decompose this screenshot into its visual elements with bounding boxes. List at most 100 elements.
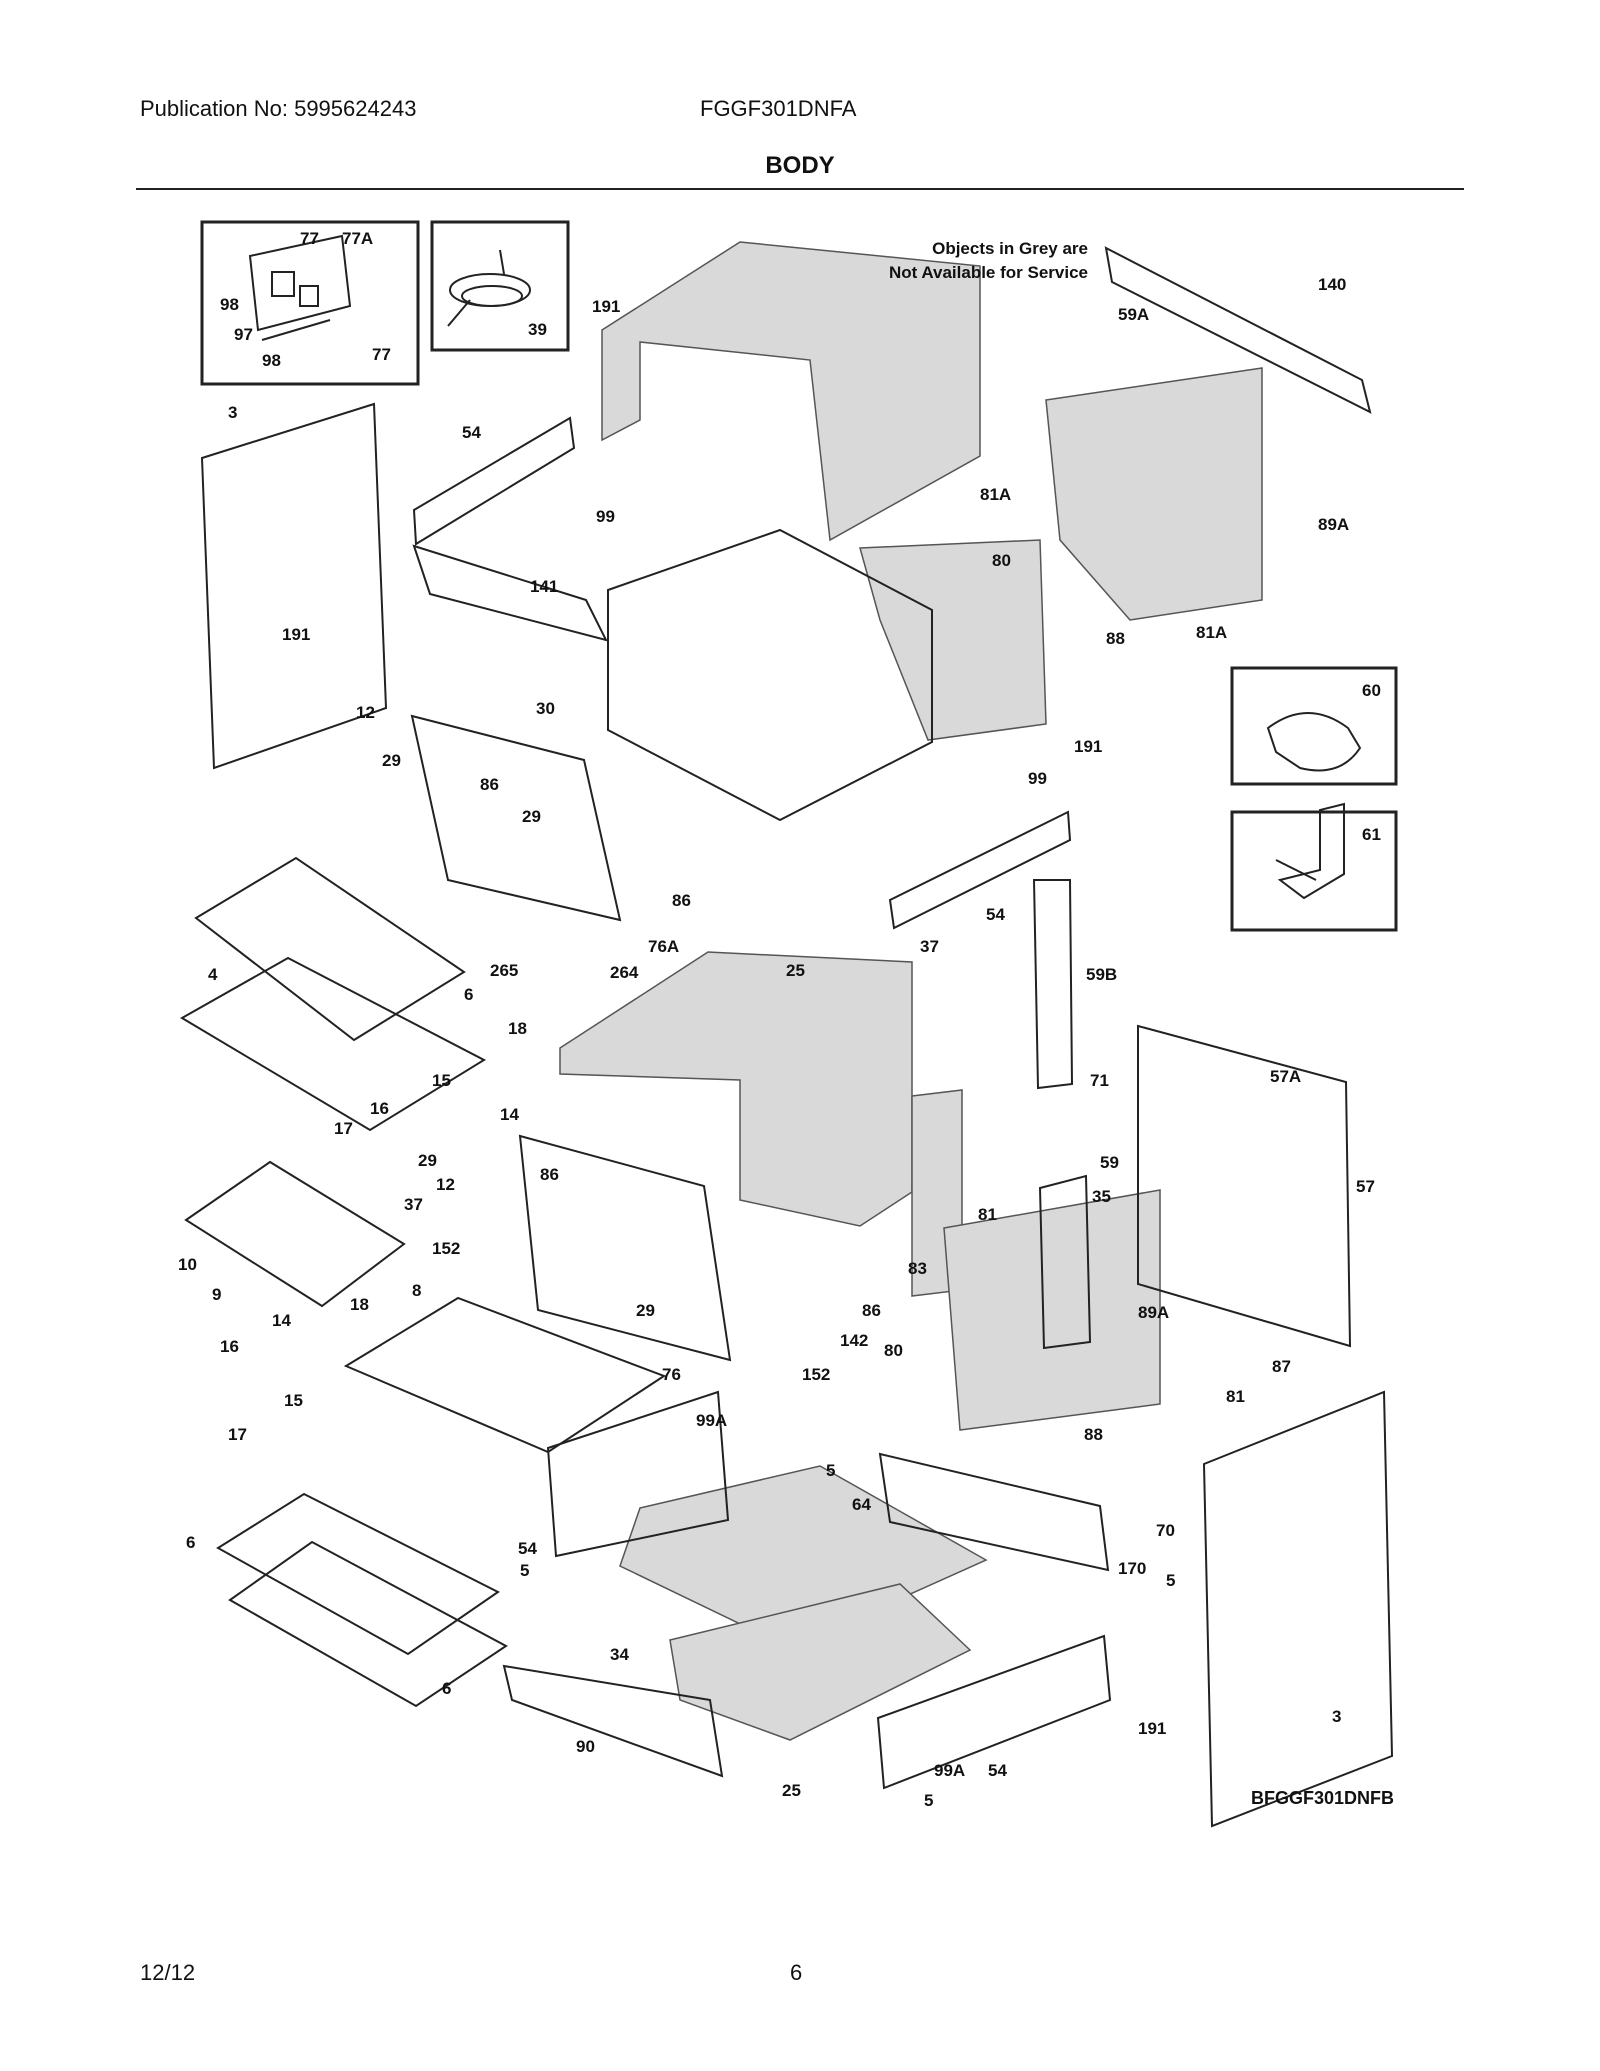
callout-54: 54 bbox=[462, 423, 481, 442]
callout-191: 191 bbox=[592, 297, 620, 316]
callout-5: 5 bbox=[520, 1561, 529, 1580]
callout-39: 39 bbox=[528, 320, 547, 339]
callout-89a: 89A bbox=[1138, 1303, 1169, 1322]
callout-191: 191 bbox=[1138, 1719, 1166, 1738]
callout-29: 29 bbox=[382, 751, 401, 770]
callout-80: 80 bbox=[884, 1341, 903, 1360]
rear-bracket-54 bbox=[412, 416, 576, 546]
callout-3: 3 bbox=[1332, 1707, 1341, 1726]
callout-18: 18 bbox=[350, 1295, 369, 1314]
callout-6: 6 bbox=[464, 985, 473, 1004]
callout-57: 57 bbox=[1356, 1177, 1375, 1196]
callout-54: 54 bbox=[988, 1761, 1007, 1780]
callout-29: 29 bbox=[522, 807, 541, 826]
rear-frame-99a-lower bbox=[876, 1634, 1112, 1790]
model-number: FGGF301DNFA bbox=[700, 96, 857, 121]
callout-5: 5 bbox=[1166, 1571, 1175, 1590]
publication-number: Publication No: 5995624243 bbox=[140, 96, 417, 121]
upper-back-panel-grey bbox=[1045, 367, 1263, 621]
callout-87: 87 bbox=[1272, 1357, 1291, 1376]
front-bracket-99a bbox=[546, 1390, 730, 1558]
callout-77: 77 bbox=[300, 229, 319, 248]
callout-4: 4 bbox=[208, 965, 218, 984]
callout-77a: 77A bbox=[342, 229, 373, 248]
callout-99: 99 bbox=[596, 507, 615, 526]
callout-89a: 89A bbox=[1318, 515, 1349, 534]
side-panel-left bbox=[200, 402, 388, 770]
callout-16: 16 bbox=[220, 1337, 239, 1356]
callout-81: 81 bbox=[978, 1205, 997, 1224]
callout-5: 5 bbox=[826, 1461, 835, 1480]
callout-83: 83 bbox=[908, 1259, 927, 1278]
callout-5: 5 bbox=[924, 1791, 933, 1810]
callout-86: 86 bbox=[540, 1165, 559, 1184]
callout-90: 90 bbox=[576, 1737, 595, 1756]
inset-part-60 bbox=[1230, 666, 1398, 786]
callout-17: 17 bbox=[228, 1425, 247, 1444]
callout-59a: 59A bbox=[1118, 305, 1149, 324]
lower-rack-1 bbox=[216, 1492, 500, 1656]
page-number: 6 bbox=[790, 1960, 803, 1985]
callout-25: 25 bbox=[782, 1781, 801, 1800]
callout-15: 15 bbox=[284, 1391, 303, 1410]
callout-88: 88 bbox=[1106, 629, 1125, 648]
callout-30: 30 bbox=[536, 699, 555, 718]
callout-6: 6 bbox=[186, 1533, 195, 1552]
callout-64: 64 bbox=[852, 1495, 871, 1514]
availability-note-line2: Not Available for Service bbox=[889, 263, 1088, 282]
callout-152: 152 bbox=[432, 1239, 460, 1258]
callout-86: 86 bbox=[480, 775, 499, 794]
inset-power-cord bbox=[430, 220, 570, 352]
callout-170: 170 bbox=[1118, 1559, 1146, 1578]
callout-37: 37 bbox=[920, 937, 939, 956]
callout-37: 37 bbox=[404, 1195, 423, 1214]
callout-80: 80 bbox=[992, 551, 1011, 570]
callout-142: 142 bbox=[840, 1331, 868, 1350]
power-cord-icon bbox=[447, 249, 531, 327]
callout-140: 140 bbox=[1318, 275, 1346, 294]
callout-264: 264 bbox=[610, 963, 639, 982]
callout-25: 25 bbox=[786, 961, 805, 980]
panel-59b bbox=[1032, 879, 1074, 1090]
callout-57a: 57A bbox=[1270, 1067, 1301, 1086]
callout-81a: 81A bbox=[980, 485, 1011, 504]
section-title: BODY bbox=[765, 152, 835, 179]
heat-shield-70 bbox=[878, 1452, 1110, 1572]
callout-70: 70 bbox=[1156, 1521, 1175, 1540]
callout-99a: 99A bbox=[934, 1761, 965, 1780]
bracket-icon bbox=[1275, 802, 1345, 900]
rear-bracket-140 bbox=[1104, 246, 1372, 414]
title-divider bbox=[136, 188, 1464, 190]
upper-broil-pan bbox=[180, 956, 487, 1132]
callout-141: 141 bbox=[530, 577, 558, 596]
callout-34: 34 bbox=[610, 1645, 629, 1664]
callout-86: 86 bbox=[672, 891, 691, 910]
callout-14: 14 bbox=[272, 1311, 291, 1330]
callout-12: 12 bbox=[356, 703, 375, 722]
callout-191: 191 bbox=[1074, 737, 1102, 756]
side-panel-right bbox=[1202, 1390, 1394, 1828]
callout-15: 15 bbox=[432, 1071, 451, 1090]
callout-97: 97 bbox=[234, 325, 253, 344]
lower-back-panel-grey bbox=[943, 1189, 1161, 1431]
callout-98: 98 bbox=[220, 295, 239, 314]
upper-door-frame bbox=[410, 714, 622, 922]
burner-box-35 bbox=[1038, 1174, 1092, 1350]
rear-panel-lower bbox=[1137, 1024, 1352, 1348]
lower-oven-wrapper bbox=[559, 951, 913, 1227]
lower-rack-2 bbox=[228, 1540, 508, 1708]
callout-29: 29 bbox=[418, 1151, 437, 1170]
callout-77: 77 bbox=[372, 345, 391, 364]
callout-29: 29 bbox=[636, 1301, 655, 1320]
callout-10: 10 bbox=[178, 1255, 197, 1274]
callout-61: 61 bbox=[1362, 825, 1381, 844]
callout-60: 60 bbox=[1362, 681, 1381, 700]
callout-265: 265 bbox=[490, 961, 518, 980]
diagram-code: BFGGF301DNFB bbox=[1251, 1788, 1394, 1808]
callout-17: 17 bbox=[334, 1119, 353, 1138]
callout-6: 6 bbox=[442, 1679, 451, 1698]
front-frame-top bbox=[412, 544, 608, 642]
callout-59: 59 bbox=[1100, 1153, 1119, 1172]
